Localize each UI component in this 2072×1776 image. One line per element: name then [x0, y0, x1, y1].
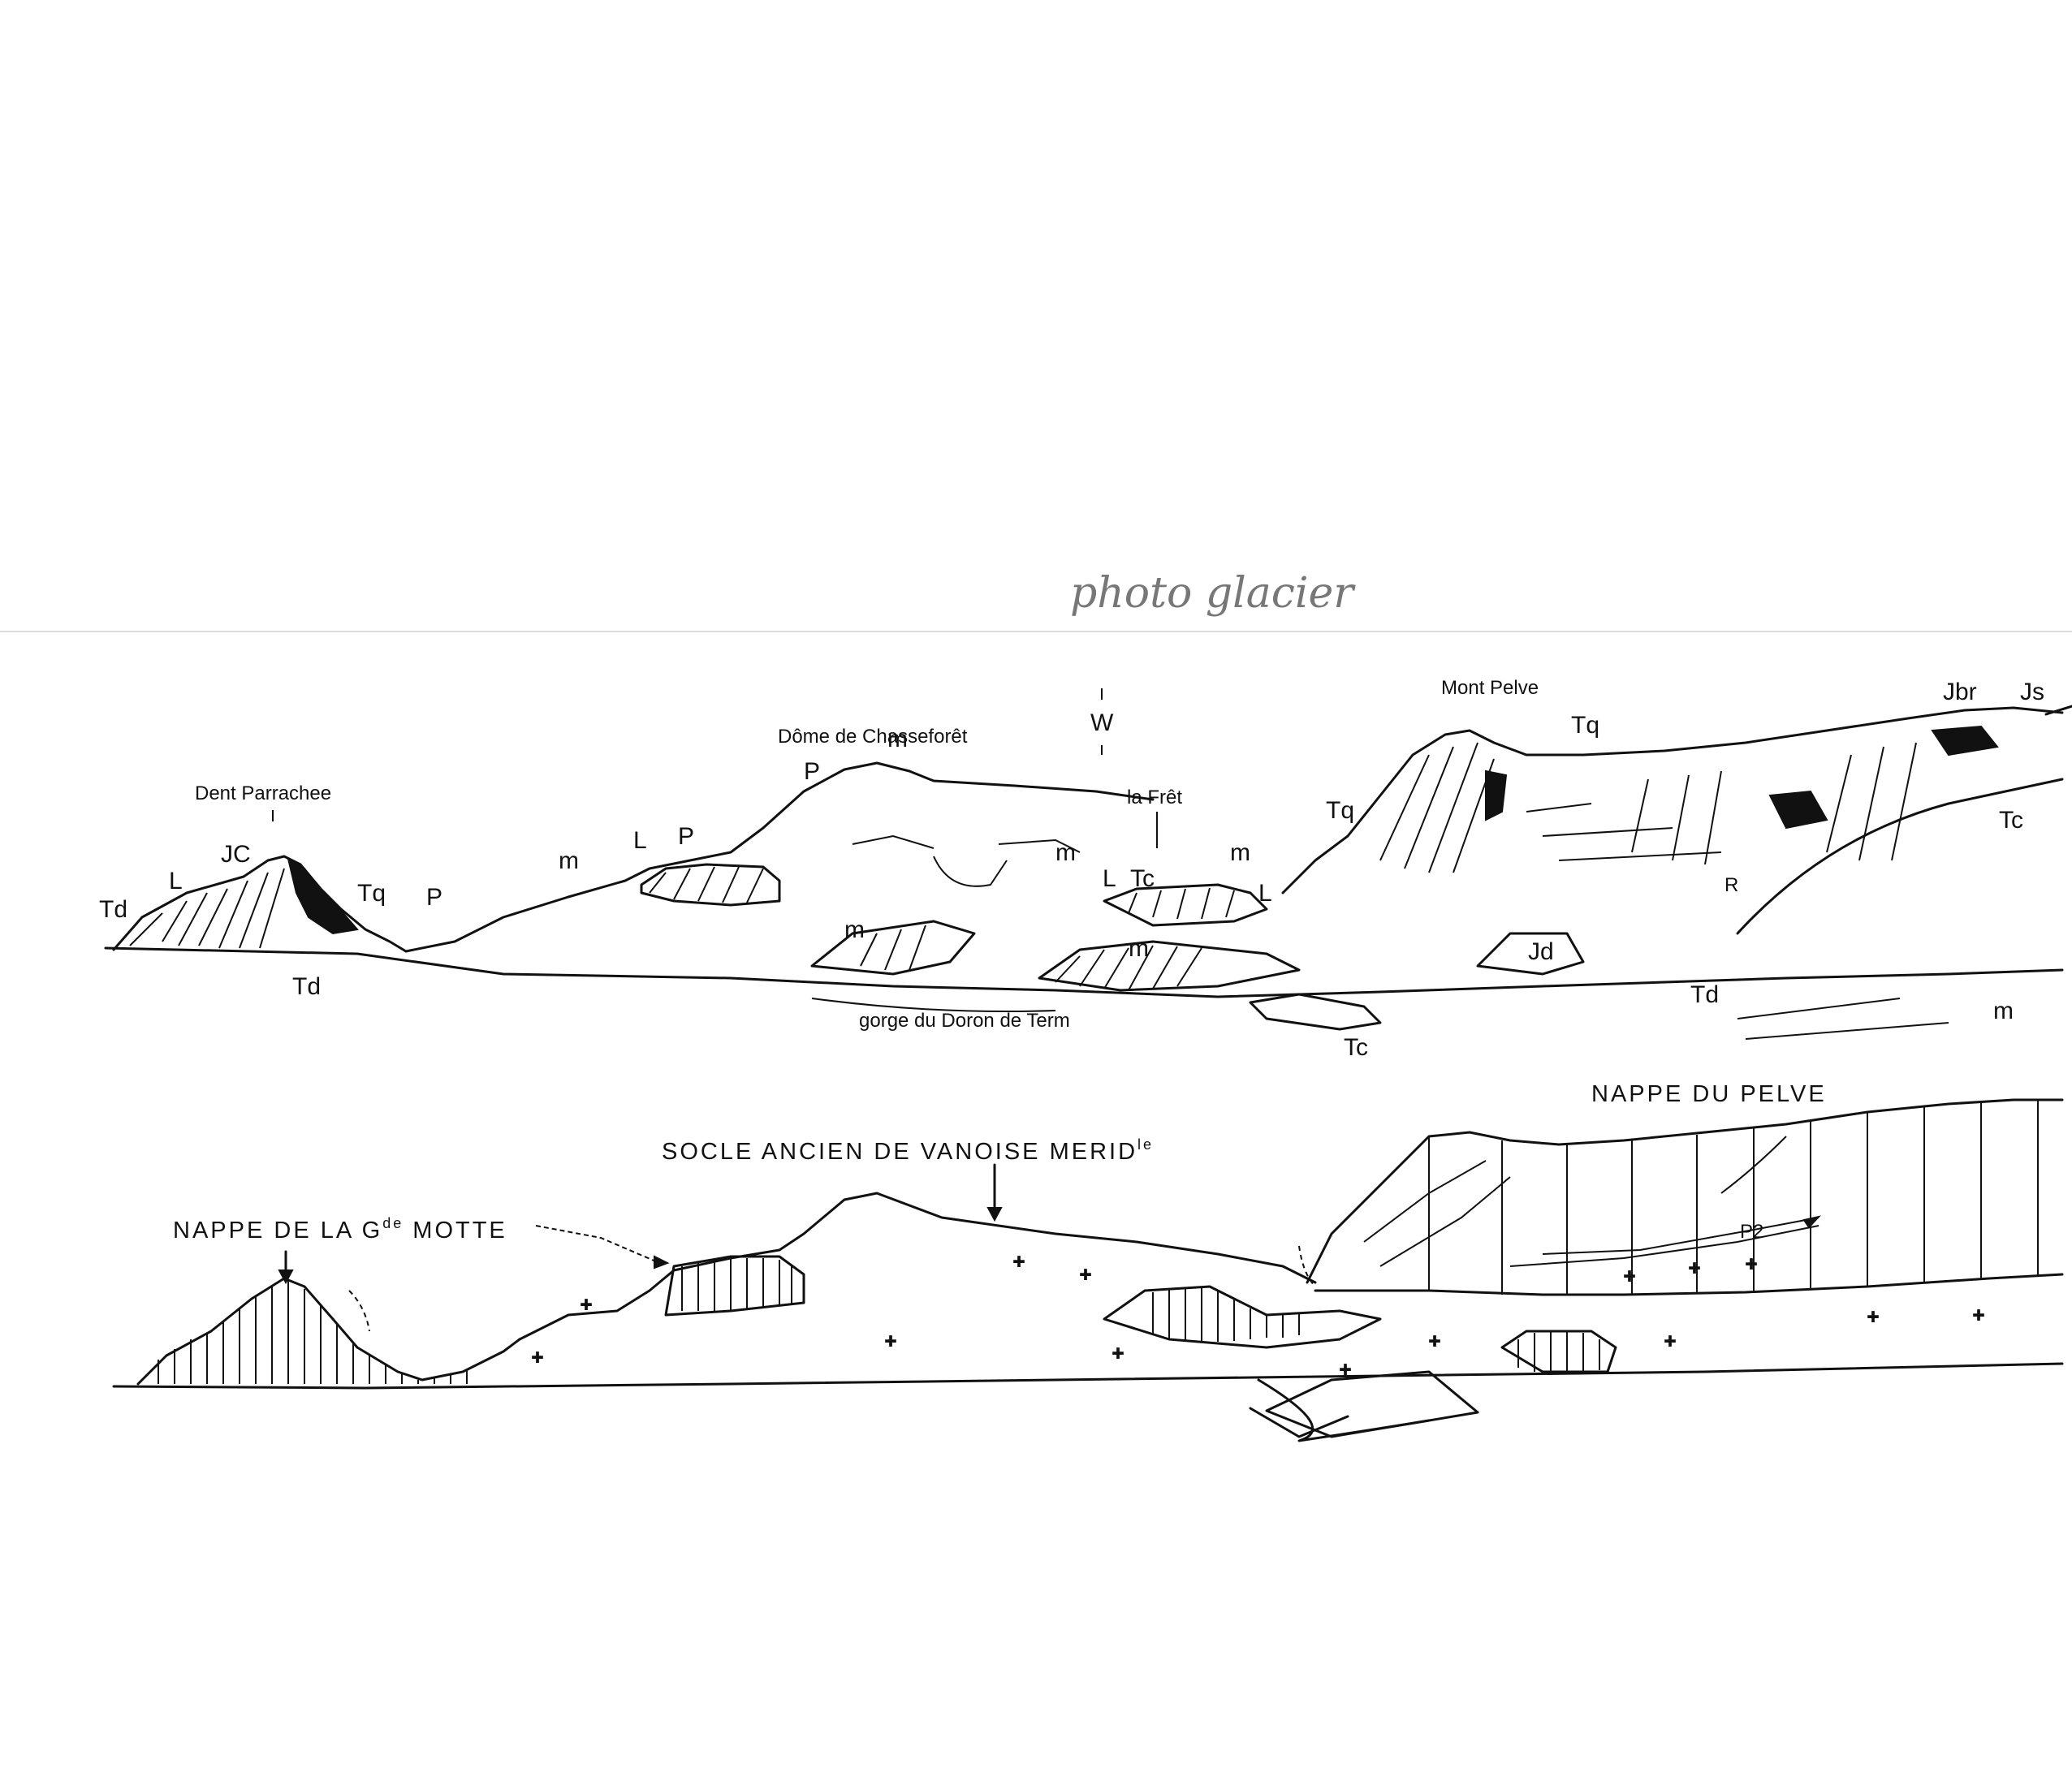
code-td-bottom-left: Td [292, 973, 321, 1000]
label-p2: P2 [1740, 1221, 1763, 1243]
basement-plus-marks: + + + + + + + + + + + + + + [531, 1250, 1985, 1382]
svg-text:+: + [1664, 1330, 1676, 1352]
motte-klippe [664, 1255, 805, 1317]
ridge-middle [404, 761, 1155, 953]
label-w-marker: W [1090, 709, 1114, 736]
code-td-left: Td [99, 896, 127, 923]
svg-text:+: + [1867, 1306, 1879, 1328]
code-tc-low: Tc [1344, 1034, 1368, 1061]
svg-text:+: + [1689, 1257, 1700, 1279]
code-tc-right: Tc [1999, 807, 2023, 834]
nappe-pelve-block [1306, 1098, 2064, 1284]
code-tq-pelve: Tq [1571, 712, 1599, 739]
code-m-right: m [1993, 998, 2014, 1024]
code-tc-fret: Tc [1130, 865, 1155, 892]
code-l-c: L [1258, 880, 1272, 907]
svg-text:+: + [885, 1330, 896, 1352]
code-l-mid: L [633, 827, 647, 854]
mont-pelve-outline [1281, 706, 2064, 894]
code-p-dome: P [804, 758, 820, 785]
label-dent-parrachee: Dent Parrachee [195, 782, 331, 804]
code-m-b: m [1055, 839, 1076, 866]
handwritten-annotation: photo glacier [1070, 569, 1356, 618]
section-baseline [112, 1362, 2064, 1390]
code-tq-left: Tq [357, 880, 386, 907]
code-p-mid: P [678, 823, 694, 850]
svg-text:+: + [532, 1347, 543, 1369]
label-la-fret: la Frêt [1127, 787, 1182, 808]
code-m-dome: m [887, 726, 908, 752]
code-js: Js [2020, 679, 2044, 705]
svg-text:+: + [1624, 1265, 1635, 1287]
label-nappe-pelve: NAPPE DU PELVE [1591, 1081, 1827, 1107]
svg-text:+: + [1112, 1343, 1124, 1364]
la-fret-bench [1103, 883, 1268, 927]
svg-text:+: + [1746, 1253, 1757, 1275]
code-jd: Jd [1528, 938, 1554, 965]
central-lens [1103, 1285, 1382, 1349]
svg-text:+: + [581, 1294, 592, 1316]
label-socle: SOCLE ANCIEN DE VANOISE MERIDle [662, 1136, 1154, 1165]
svg-text:+: + [1429, 1330, 1440, 1352]
code-jbr: Jbr [1943, 679, 1977, 705]
code-m-c: m [1230, 839, 1250, 866]
panorama-baseline [104, 946, 2064, 998]
code-p-left: P [426, 884, 442, 911]
nappe-motte-body [136, 1277, 521, 1386]
lower-band-1 [810, 920, 976, 976]
svg-text:+: + [1080, 1264, 1091, 1286]
code-m-low2: m [1129, 935, 1149, 962]
panorama-sketch [0, 631, 2072, 1040]
svg-text:+: + [1013, 1251, 1025, 1273]
code-jc: JC [221, 841, 251, 868]
lower-band-2 [1038, 940, 1301, 992]
code-r-mark: R [1725, 874, 1738, 896]
code-l-left: L [169, 868, 183, 894]
label-dome-chasseforet: Dôme de Chasseforêt [778, 726, 968, 748]
bench-cliff-1 [640, 863, 781, 907]
panorama-labels: Dent Parrachee Dôme de Chasseforêt W la … [99, 677, 2044, 1061]
cross-section: + + + + + + + + + + + + + + [112, 1098, 2064, 1442]
label-mont-pelve: Mont Pelve [1441, 677, 1539, 699]
svg-text:+: + [1340, 1359, 1351, 1381]
code-tq-mid: Tq [1326, 797, 1354, 824]
socle-outline [518, 1192, 1317, 1341]
code-l-fret: L [1103, 865, 1116, 892]
section-labels: NAPPE DU PELVE SOCLE ANCIEN DE VANOISE M… [173, 1081, 1827, 1244]
svg-text:+: + [1973, 1304, 1984, 1326]
label-nappe-motte: NAPPE DE LA Gde MOTTE [173, 1215, 507, 1244]
code-m-a: m [559, 847, 579, 874]
label-gorge: gorge du Doron de Term [859, 1010, 1070, 1032]
code-td-far: Td [1690, 981, 1719, 1008]
code-m-low1: m [844, 916, 865, 943]
